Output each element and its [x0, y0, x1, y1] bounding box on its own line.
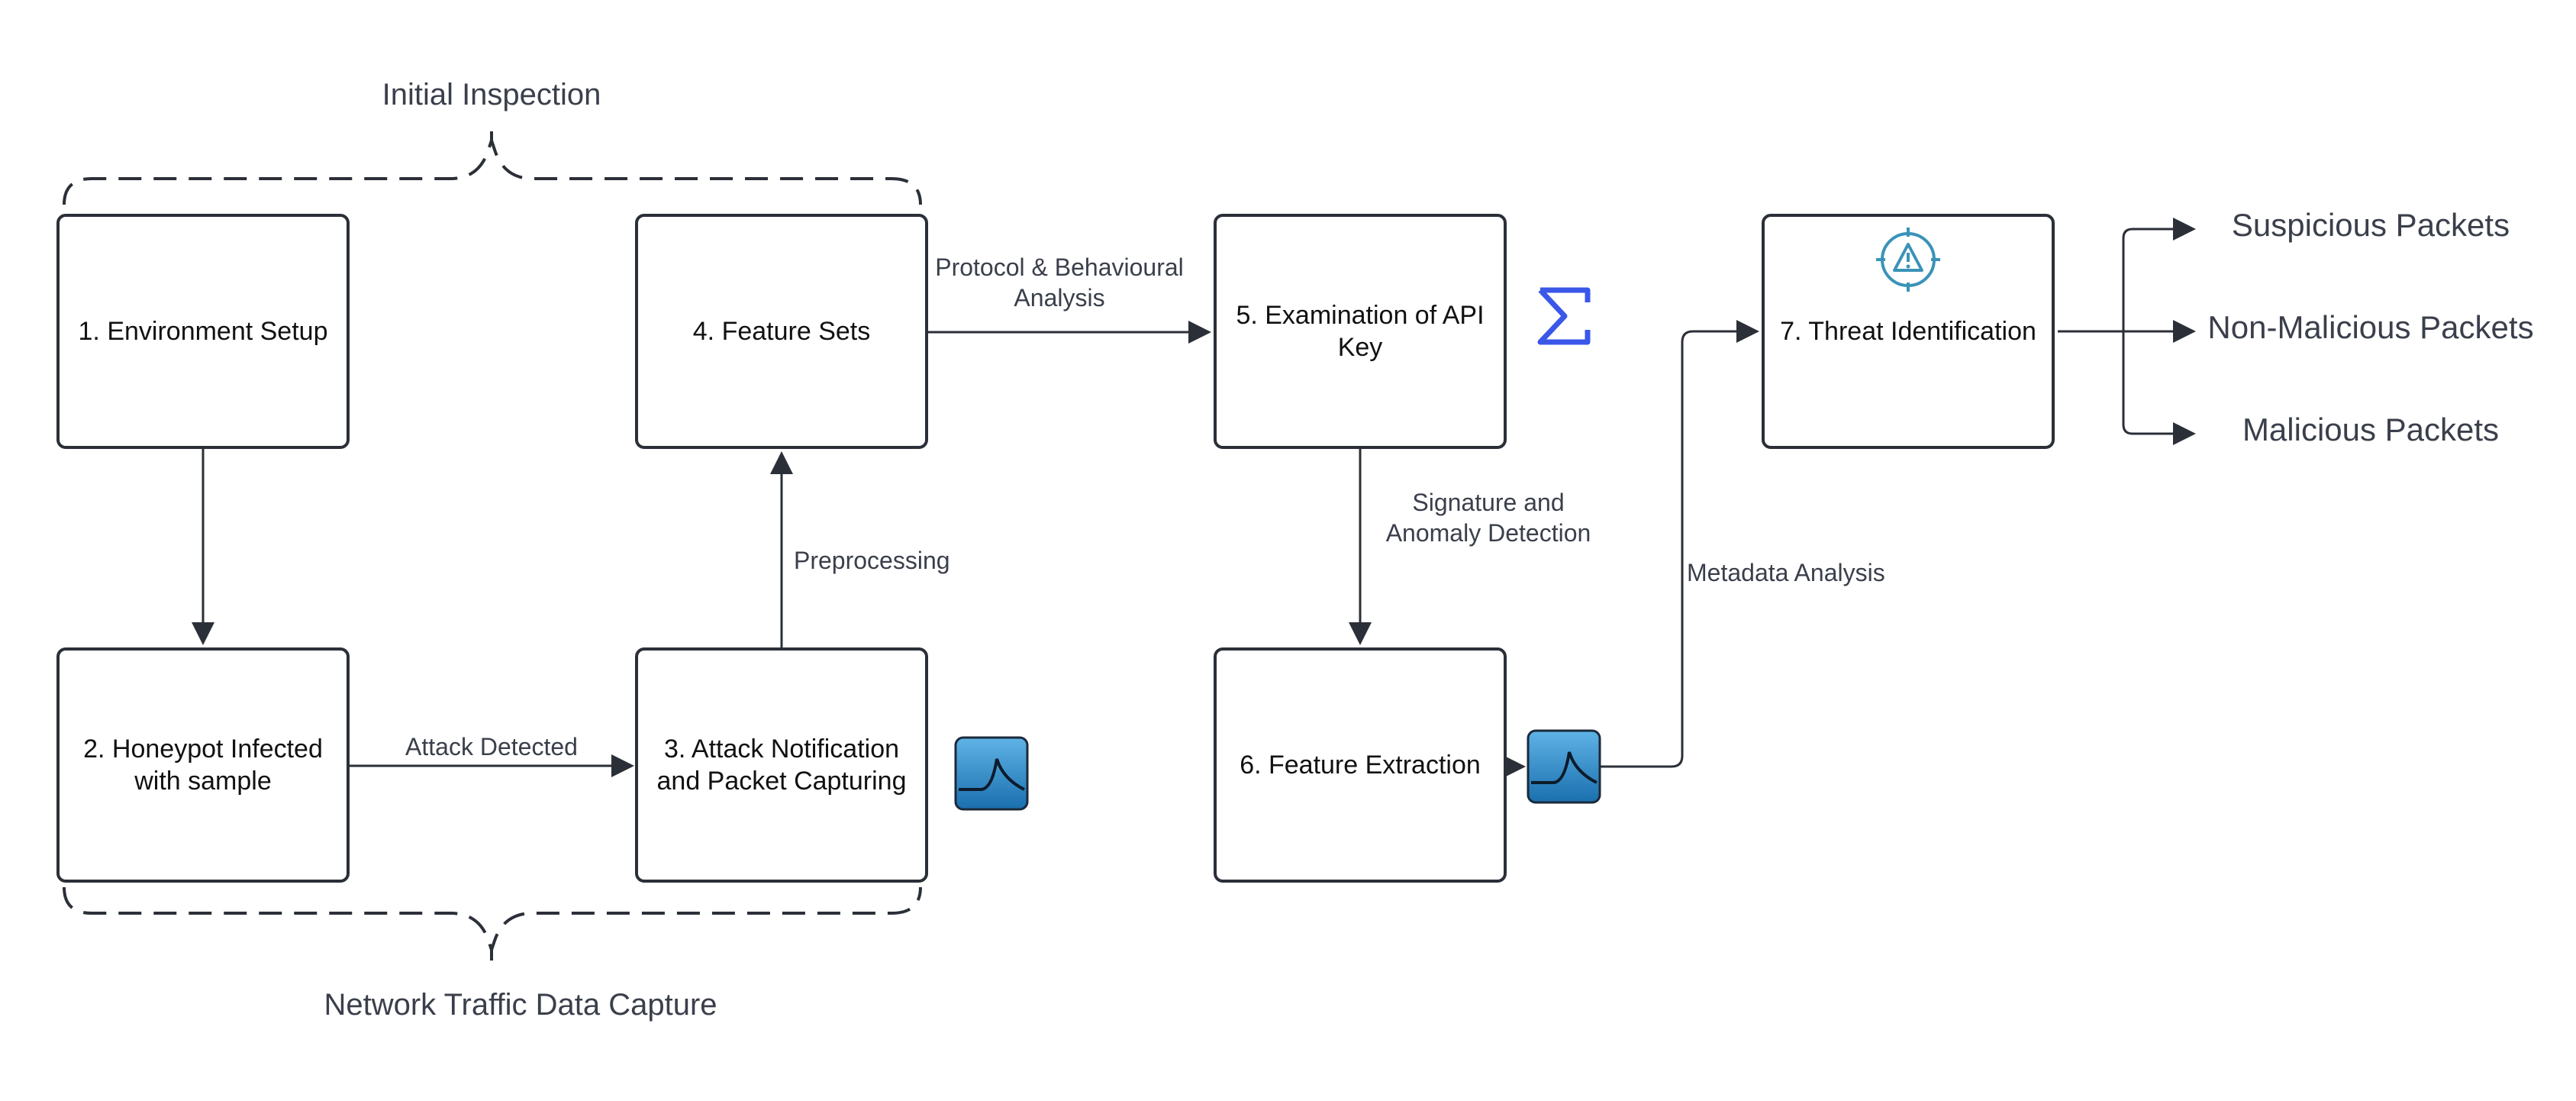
node-environment-setup[interactable]: 1. Environment Setup — [56, 214, 350, 449]
node-label: 2. Honeypot Infected with sample — [83, 735, 323, 796]
node-feature-sets[interactable]: 4. Feature Sets — [635, 214, 928, 449]
output-non-malicious-packets: Non-Malicious Packets — [2207, 309, 2534, 345]
node-label: 7. Threat Identification — [1780, 317, 2036, 346]
edge-label-preprocessing: Preprocessing — [794, 547, 950, 574]
output-suspicious-packets: Suspicious Packets — [2231, 207, 2510, 243]
bottom-brace — [63, 886, 922, 955]
node-attack-notification[interactable]: 3. Attack Notification and Packet Captur… — [635, 647, 928, 883]
node-feature-extraction[interactable]: 6. Feature Extraction — [1214, 647, 1507, 883]
top-brace — [63, 135, 922, 205]
bottom-brace-label: Network Traffic Data Capture — [324, 988, 717, 1022]
node-honeypot-infected[interactable]: 2. Honeypot Infected with sample — [56, 647, 350, 883]
edge-6-to-7 — [1600, 320, 1759, 768]
output-malicious-packets: Malicious Packets — [2242, 412, 2500, 447]
node-examination-api-key[interactable]: 5. Examination of API Key — [1214, 214, 1507, 449]
top-brace-label: Initial Inspection — [382, 78, 601, 111]
wireshark-fin-icon — [954, 736, 1029, 811]
warning-target-icon — [1876, 228, 1940, 292]
node-label: 3. Attack Notification and Packet Captur… — [656, 735, 907, 796]
edge-7-out-suspicious — [2122, 218, 2196, 331]
edge-label-protocol-behavioural: Protocol & Behavioural Analysis — [935, 253, 1184, 312]
node-label: 4. Feature Sets — [692, 317, 871, 346]
edge-label-attack-detected: Attack Detected — [405, 733, 578, 760]
node-label: 6. Feature Extraction — [1240, 751, 1481, 780]
node-label: 5. Examination of API Key — [1236, 301, 1485, 362]
sigma-icon — [1537, 287, 1591, 345]
edge-label-signature-anomaly: Signature and Anomaly Detection — [1385, 489, 1591, 547]
wireshark-fin-icon — [1527, 729, 1601, 804]
edge-label-metadata-analysis: Metadata Analysis — [1687, 559, 1885, 586]
node-label: 1. Environment Setup — [78, 317, 328, 346]
edge-7-out-malicious — [2122, 331, 2196, 445]
